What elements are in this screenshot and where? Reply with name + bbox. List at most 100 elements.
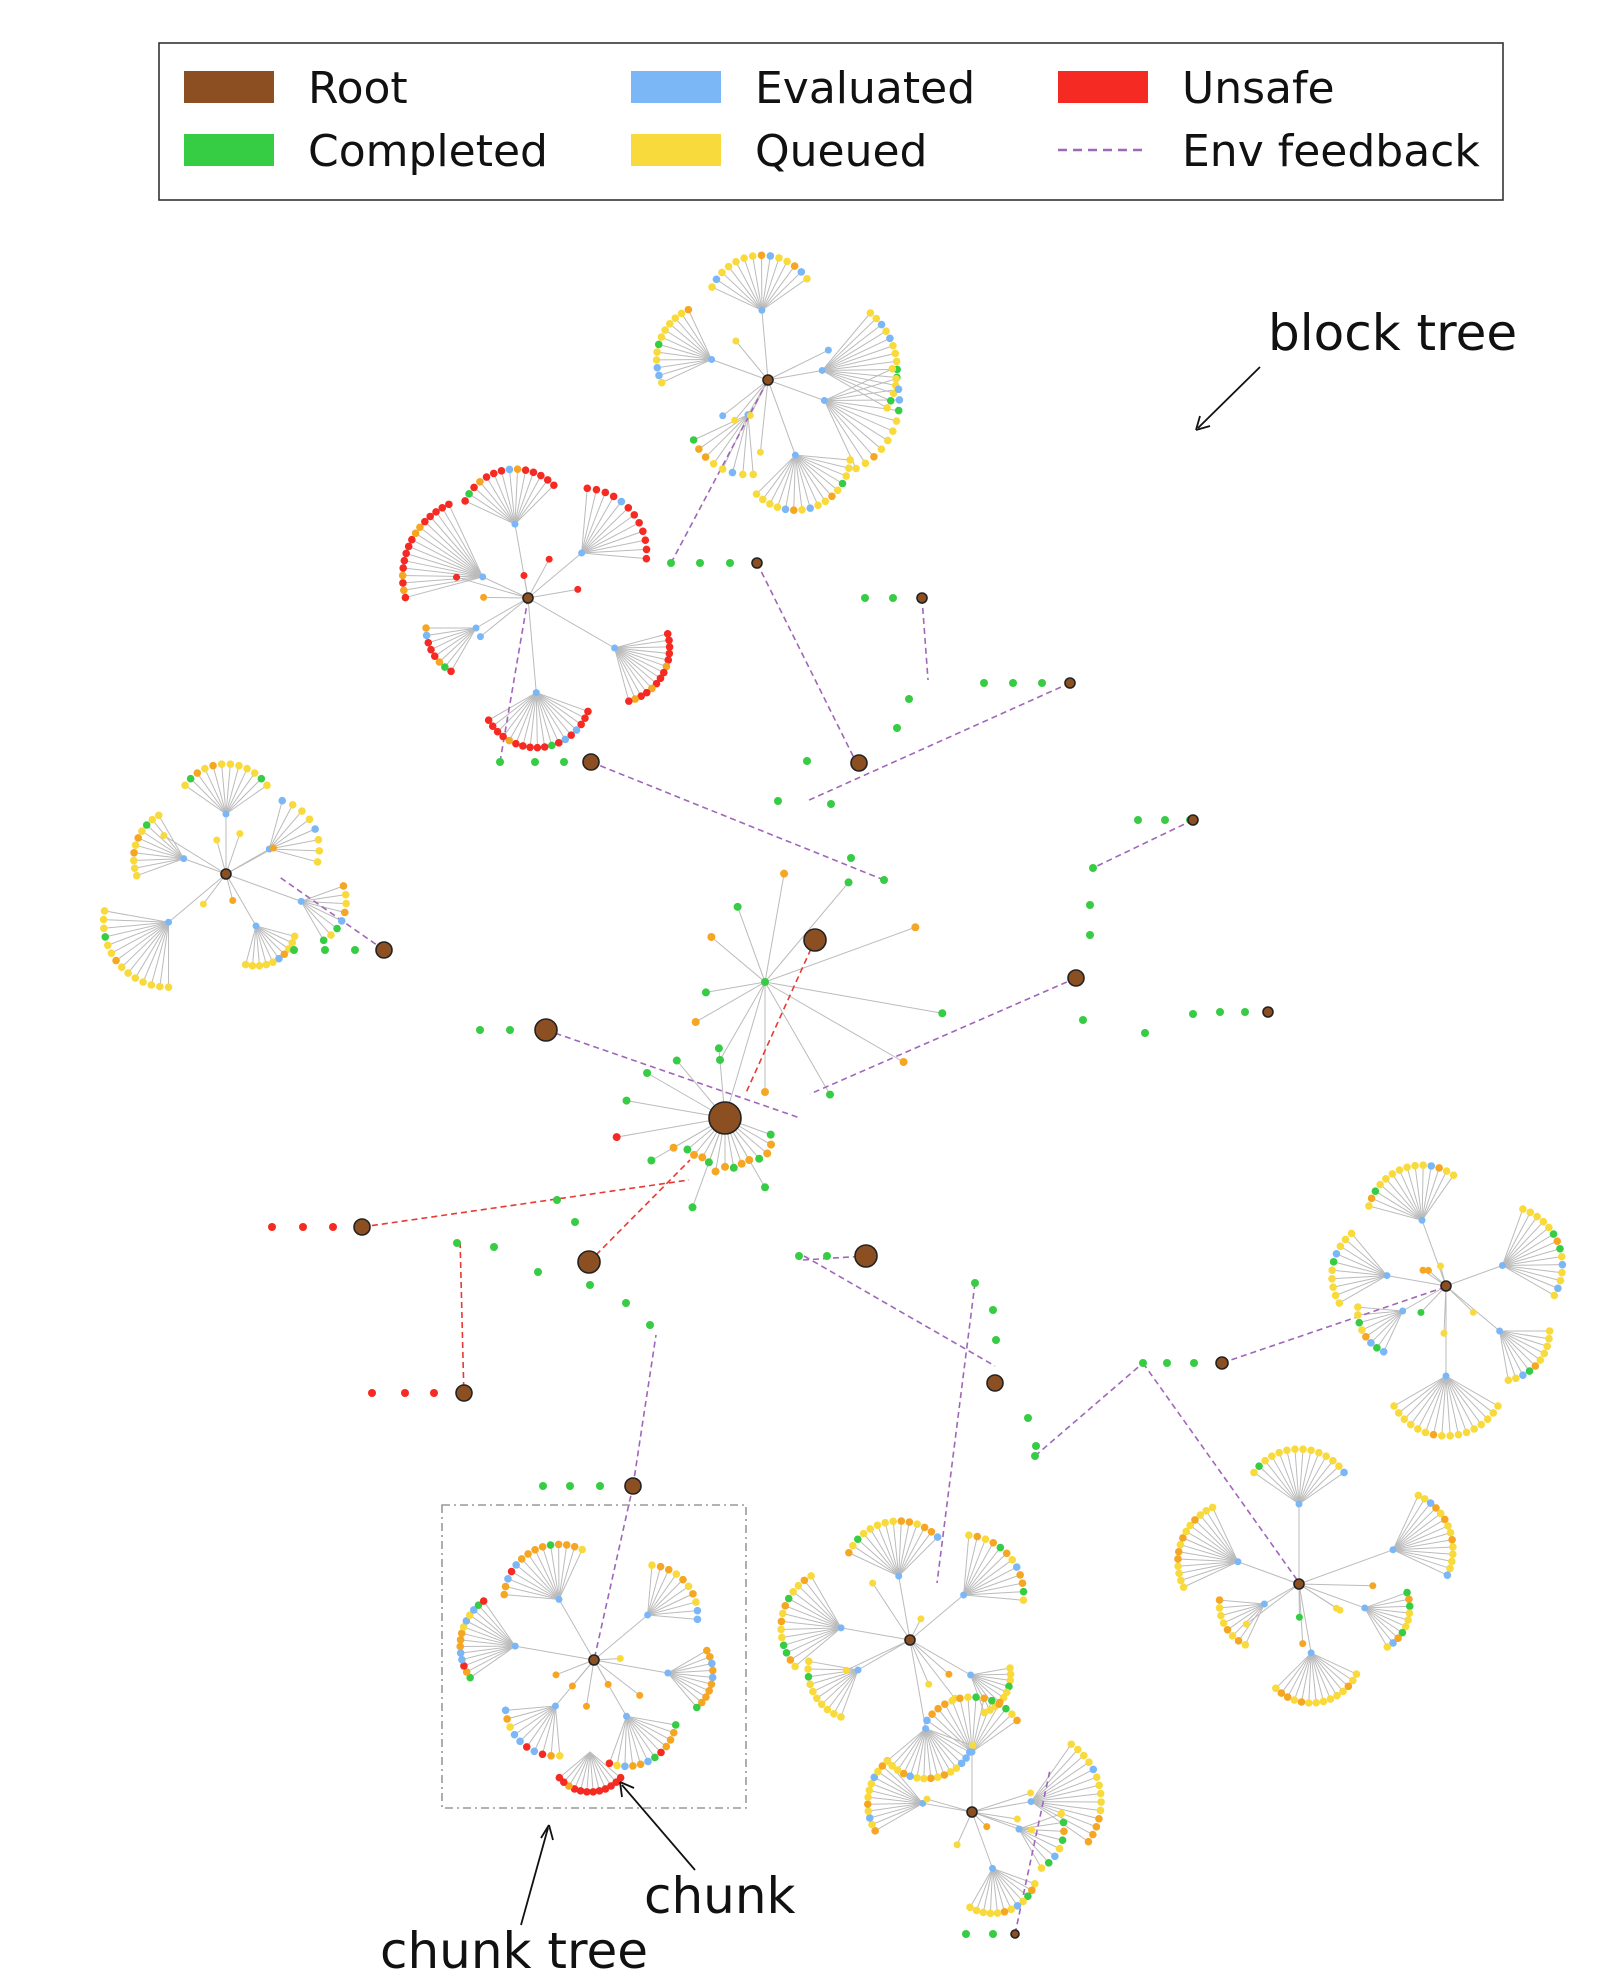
tree-edge <box>1445 1375 1475 1430</box>
tree-edge <box>225 873 302 902</box>
chunk-node <box>631 695 639 703</box>
completed-node <box>351 946 359 954</box>
completed-node <box>596 1482 604 1490</box>
chunk-node <box>712 275 721 284</box>
chunk-node <box>337 917 346 925</box>
unsafe-node <box>368 1389 376 1397</box>
tree-edge <box>142 922 170 983</box>
tree-edge <box>794 454 833 497</box>
tree-edge <box>1499 1330 1550 1340</box>
chunk-node <box>516 1737 524 1746</box>
chunk-node <box>1007 1905 1016 1914</box>
tree-edge <box>785 455 796 510</box>
chunk-node <box>708 283 716 291</box>
chunk-node <box>1315 1448 1323 1457</box>
tree-edge <box>535 692 566 740</box>
tree-edge <box>1178 1561 1239 1574</box>
tree-edge <box>497 692 537 733</box>
chunk-node <box>629 1762 637 1770</box>
chunk-node <box>874 1767 882 1776</box>
env-feedback-link <box>1034 1362 1144 1457</box>
env-feedback-link <box>806 682 1071 802</box>
chunk-node <box>692 1703 701 1712</box>
completed-node <box>803 757 811 765</box>
tree-edge <box>483 1600 516 1647</box>
tree-edge <box>647 1601 697 1616</box>
chunk-node <box>583 484 592 493</box>
chunk-node <box>652 679 661 688</box>
tree-edge <box>464 500 516 525</box>
chunk-node <box>398 571 407 580</box>
hub-node <box>472 624 480 632</box>
chunk-node <box>783 257 791 266</box>
chunk-node <box>1449 1171 1458 1179</box>
tree-edge <box>742 414 749 475</box>
unsafe-feedback-link <box>588 1159 691 1263</box>
tree-edge <box>1336 1253 1388 1277</box>
tree-edge <box>667 1672 707 1698</box>
legend-label-root: Root <box>308 63 408 114</box>
tree-edge <box>589 1751 617 1783</box>
hub-node <box>1234 1558 1242 1566</box>
chunk-node <box>1556 1276 1565 1285</box>
chunk-node <box>817 1700 826 1709</box>
chunk-node <box>280 950 289 959</box>
chunk-node <box>311 825 319 833</box>
chunk-node <box>791 1662 799 1671</box>
central-node <box>643 1069 652 1077</box>
chunk-node <box>503 1715 511 1723</box>
block-tree-arrowhead <box>1195 415 1211 431</box>
tree-edge <box>897 1728 927 1771</box>
chunk-node <box>248 962 257 970</box>
tree-edge <box>737 906 766 983</box>
completed-node <box>1141 1029 1149 1037</box>
tree-edge <box>821 1669 859 1705</box>
chunk-node <box>1558 1260 1567 1269</box>
chunk-node <box>1436 1262 1444 1270</box>
completed-node <box>1134 816 1142 824</box>
tree-edge <box>992 1867 1029 1897</box>
chunk-node <box>1354 1303 1362 1311</box>
central-node <box>761 1183 769 1192</box>
tree-edge <box>225 778 262 815</box>
tree-edge <box>439 627 477 663</box>
tree-edge <box>970 1674 1010 1687</box>
chunk-node <box>512 1561 520 1569</box>
chunk-node <box>1358 1326 1366 1334</box>
central-node <box>844 878 853 887</box>
chunk-node <box>789 506 798 514</box>
tree-edge <box>581 539 646 554</box>
tree-edge <box>926 1798 973 1813</box>
tree-edge <box>794 455 803 510</box>
chunk-node <box>894 385 903 394</box>
chunk-node <box>940 1771 949 1779</box>
chunk-node <box>476 477 484 486</box>
tree-edge <box>1399 1169 1423 1221</box>
tree-edge <box>514 472 534 525</box>
chunk-node <box>865 1786 874 1795</box>
tree-edge <box>925 1728 945 1776</box>
tree-edge <box>463 1626 516 1647</box>
tree-edge <box>963 1552 1008 1596</box>
chunk-node <box>886 334 894 343</box>
chunk-node <box>567 731 575 739</box>
chunk-node <box>1519 1371 1527 1380</box>
tree-edge <box>1501 1212 1531 1266</box>
tree-edge <box>1178 1551 1239 1563</box>
chunk-node <box>1008 1556 1017 1564</box>
chunk-node <box>746 411 754 419</box>
chunk-node <box>671 314 680 322</box>
chunk-node <box>493 727 502 736</box>
tree-edge <box>509 1705 556 1728</box>
tree-edge <box>184 784 227 815</box>
hub-node <box>837 1624 845 1632</box>
block-tree-arrow <box>1197 366 1261 429</box>
tree-edge <box>1385 1178 1423 1221</box>
tree-edge <box>869 1802 923 1819</box>
tree-edge <box>1286 1450 1300 1505</box>
chunk-node <box>538 1750 547 1759</box>
chunk-node <box>1367 1339 1375 1347</box>
tree-edge <box>1223 1603 1265 1624</box>
tree-edge <box>269 848 318 863</box>
chunk-node <box>148 815 157 824</box>
